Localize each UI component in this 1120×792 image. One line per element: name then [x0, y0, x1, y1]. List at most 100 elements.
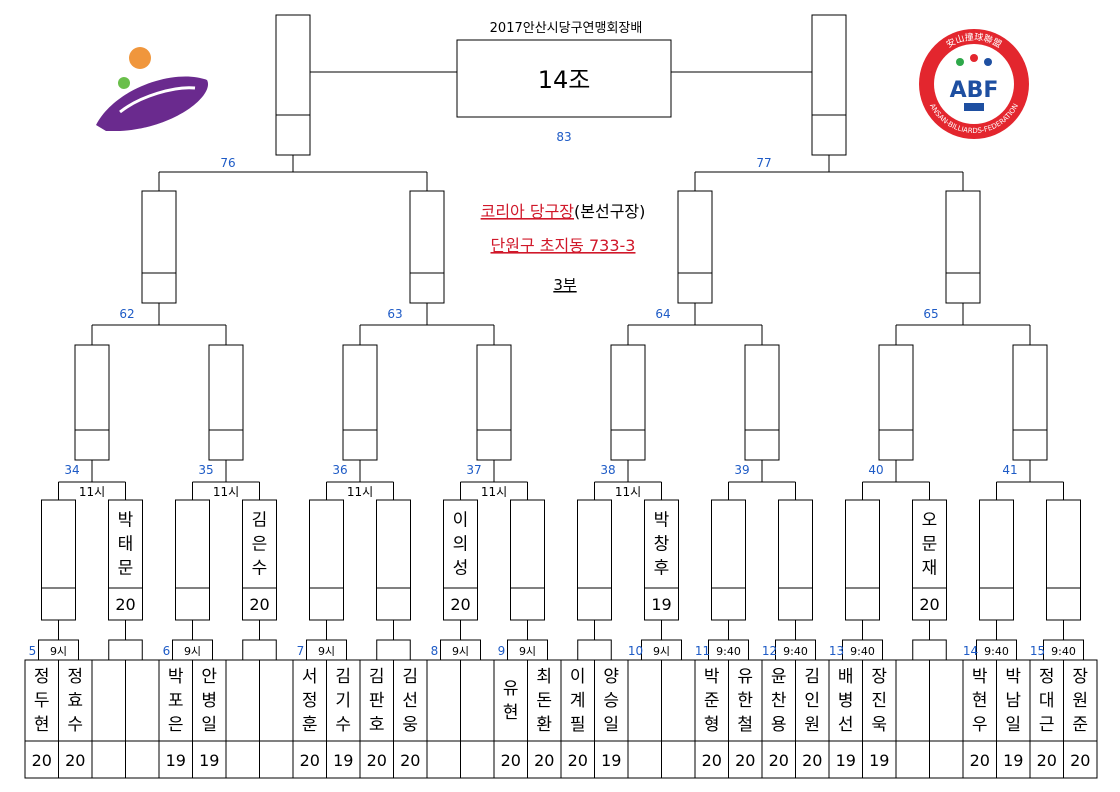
player-name: 유: [503, 679, 519, 699]
final-match-number: 83: [556, 130, 571, 144]
round16-player-box: [309, 499, 344, 621]
player-name: 박: [1005, 667, 1021, 687]
logo-arc-top: 安山撞球聯盟: [944, 31, 1003, 51]
round16-time: 11시: [79, 485, 105, 499]
round16-time: 11시: [481, 485, 507, 499]
player-name: 효: [67, 691, 83, 711]
player-name: 근: [1039, 715, 1055, 735]
round16-time: 11시: [615, 485, 641, 499]
player-score: 19: [601, 751, 621, 770]
player-score: 19: [333, 751, 353, 770]
round16-player-box: [376, 499, 411, 621]
player-score: 20: [802, 751, 822, 770]
player-name: 대: [1039, 691, 1055, 711]
bye-player-name: 후: [654, 559, 670, 579]
player-name: 우: [972, 715, 988, 735]
player-name: 김: [402, 667, 418, 687]
player-name: 정: [1039, 667, 1055, 687]
round-box: [610, 344, 646, 461]
player-name: 수: [335, 715, 351, 735]
player-name: 철: [737, 715, 753, 735]
first-round-time: 9시: [50, 645, 67, 658]
venue-note: (본선구장): [574, 202, 645, 221]
first-round-match-number: 11: [695, 644, 710, 658]
bye-player-score: 20: [450, 595, 470, 614]
player-name: 계: [570, 691, 586, 711]
final-player-box: [275, 14, 311, 156]
player-name: 박: [704, 667, 720, 687]
round-box: [476, 344, 512, 461]
player-name: 한: [737, 691, 753, 711]
player-name: 선: [838, 715, 854, 735]
semi-match-number: 77: [756, 156, 771, 170]
round16-match-number: 38: [600, 463, 615, 477]
first-round-match-number: 5: [29, 644, 37, 658]
logo-letters: ABF: [950, 78, 999, 103]
bye-player-name: 태: [118, 535, 134, 555]
round-box: [342, 344, 378, 461]
player-score: 20: [32, 751, 52, 770]
round-box: [141, 190, 177, 304]
bye-player-name: 김: [252, 511, 268, 531]
player-name: 윤: [771, 667, 787, 687]
round16-player-box: [711, 499, 746, 621]
player-name: 현: [503, 703, 519, 723]
player-name: 승: [603, 691, 619, 711]
first-round-time: 9시: [452, 645, 469, 658]
first-round-time: 9시: [653, 645, 670, 658]
round16-player-box: [979, 499, 1014, 621]
player-name: 돈: [536, 691, 552, 711]
player-name: 은: [168, 715, 184, 735]
svg-text:安山撞球聯盟: 安山撞球聯盟: [944, 31, 1003, 51]
player-name: 원: [1072, 691, 1088, 711]
player-score: 20: [300, 751, 320, 770]
player-name: 유: [737, 667, 753, 687]
player-name: 정: [67, 667, 83, 687]
player-name: 포: [168, 691, 184, 711]
player-name: 현: [34, 715, 50, 735]
round16-match-number: 39: [734, 463, 749, 477]
round-box: [677, 190, 713, 304]
first-round-match-number: 7: [297, 644, 305, 658]
venue-info: 코리아 당구장(본선구장) 단원구 초지동 733-3 3부: [481, 202, 646, 294]
quarter-match-number: 62: [119, 307, 134, 321]
player-name: 양: [603, 667, 619, 687]
player-name: 준: [1072, 715, 1088, 735]
player-score: 20: [367, 751, 387, 770]
player-name: 배: [838, 667, 854, 687]
round16-match-number: 35: [198, 463, 213, 477]
player-name: 일: [201, 715, 217, 735]
player-name: 호: [369, 715, 385, 735]
venue-address: 단원구 초지동 733-3: [491, 236, 636, 255]
player-name: 인: [804, 691, 820, 711]
player-name: 환: [536, 715, 552, 735]
round16-match-number: 40: [868, 463, 883, 477]
first-round-match-number: 8: [431, 644, 439, 658]
bye-connector-box: [912, 639, 947, 661]
round-box: [945, 190, 981, 304]
venue-name: 코리아 당구장: [481, 202, 575, 221]
first-round-time: 9시: [318, 645, 335, 658]
quarter-match-number: 63: [387, 307, 402, 321]
bye-player-score: 19: [651, 595, 671, 614]
round-box: [878, 344, 914, 461]
quarter-match-number: 64: [655, 307, 670, 321]
round16-time: 11시: [347, 485, 373, 499]
first-round-match-number: 6: [163, 644, 171, 658]
first-round-time: 9:40: [984, 645, 1009, 658]
first-round-time: 9시: [184, 645, 201, 658]
player-score: 20: [970, 751, 990, 770]
round16-player-box: [175, 499, 210, 621]
player-name: 박: [972, 667, 988, 687]
player-name: 정: [34, 667, 50, 687]
player-score: 20: [769, 751, 789, 770]
round-box: [208, 344, 244, 461]
bye-player-name: 문: [118, 559, 134, 579]
player-score: 20: [65, 751, 85, 770]
round16-player-box: [845, 499, 880, 621]
bye-player-name: 의: [453, 535, 469, 555]
player-name: 필: [570, 715, 586, 735]
player-name: 찬: [771, 691, 787, 711]
player-name: 병: [838, 691, 854, 711]
player-name: 훈: [302, 715, 318, 735]
